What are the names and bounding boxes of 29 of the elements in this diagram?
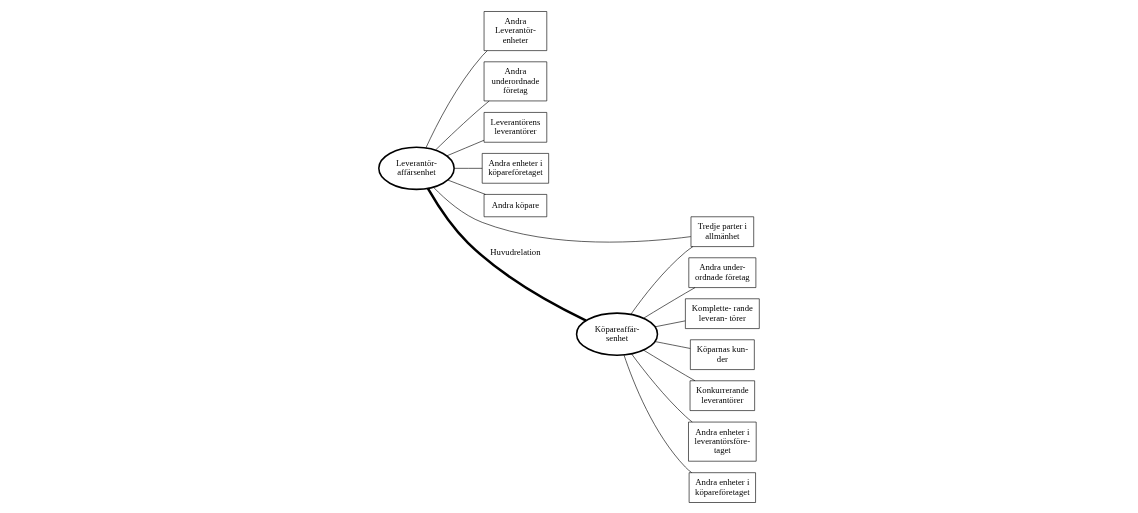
node-ellipse: Leverantör- affärsenhet: [378, 146, 455, 190]
connector: [654, 340, 691, 349]
node-ellipse: Köpareaffär- senhet: [575, 311, 659, 356]
connector: [631, 353, 693, 422]
connector: [623, 354, 692, 473]
node-box: Andra köpare: [483, 193, 548, 217]
connector: [447, 179, 486, 195]
connector: [435, 100, 490, 150]
connector: [425, 49, 488, 148]
node-box: Andra underordnade företag: [483, 61, 548, 101]
connector: [433, 186, 692, 242]
node-box: Andra enheter i köpareföretaget: [688, 471, 756, 503]
node-box: Andra under- ordnade företag: [688, 256, 757, 288]
node-box: Andra enheter i leverantörsföre- taget: [688, 421, 757, 461]
connector: [643, 286, 696, 319]
connector: [630, 245, 694, 314]
node-box: Andra Leverantör- enheter: [483, 10, 548, 51]
node-box: Leverantörens leverantörer: [483, 111, 548, 143]
connector: [446, 139, 485, 156]
node-box: Komplette- rande leveran- törer: [685, 297, 760, 329]
node-box: Konkurrerande leverantörer: [689, 379, 755, 411]
connector: [426, 187, 587, 322]
node-box: Köparnas kun- der: [690, 338, 755, 370]
connector: [454, 167, 483, 169]
node-box: Tredje parter i allmänhet: [690, 215, 754, 247]
connector: [643, 349, 696, 381]
edge-label: Huvudrelation: [490, 246, 541, 257]
node-box: Andra enheter i köpareföretaget: [481, 152, 549, 184]
connector: [654, 320, 686, 327]
